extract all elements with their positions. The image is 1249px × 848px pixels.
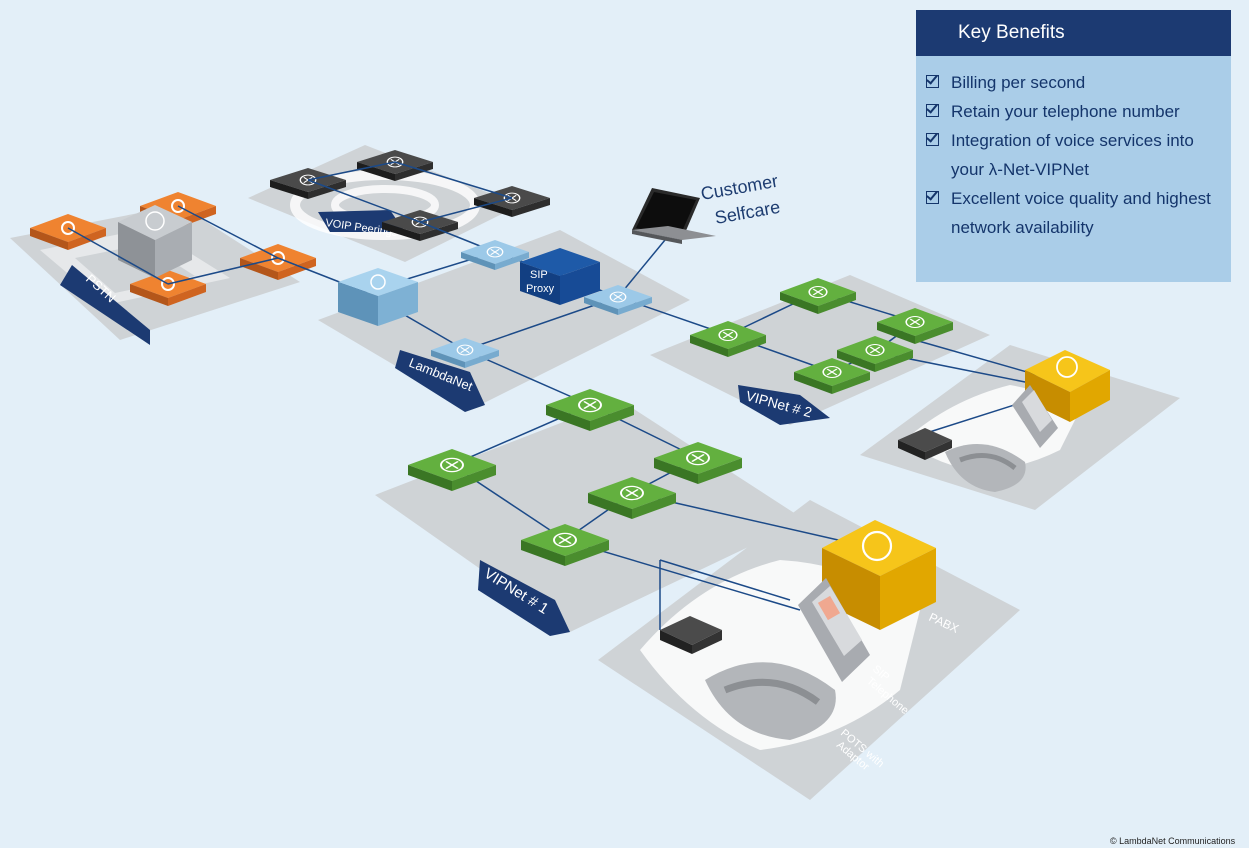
sip-proxy: SIP Proxy: [520, 248, 600, 305]
checkbox-icon: [926, 75, 939, 88]
checkbox-icon: [926, 104, 939, 117]
switch-icon: [61, 221, 75, 235]
benefit-item: Integration of voice services into your …: [926, 126, 1231, 184]
lambdanet-router-b: [584, 285, 652, 315]
site2-adaptor: [898, 428, 952, 460]
sip-proxy-label-2: Proxy: [526, 283, 555, 295]
vipnet1-routers: [408, 389, 742, 566]
phone-icon: [145, 211, 165, 231]
site2-pots-phone: [945, 444, 1026, 492]
site1-pabx: [822, 520, 936, 630]
checkbox-icon: [926, 191, 939, 204]
benefits-list: Billing per second Retain your telephone…: [916, 68, 1231, 242]
lambdanet-router-a: [461, 240, 529, 270]
benefit-item: Retain your telephone number: [926, 97, 1231, 126]
voip-peering-routers: [270, 150, 550, 241]
phone-icon: [370, 274, 386, 290]
phone-icon: [861, 530, 893, 562]
lambdanet-voice-gateway: [338, 268, 418, 326]
checkbox-icon: [926, 133, 939, 146]
phone-icon: [1056, 356, 1078, 378]
sip-proxy-label-1: SIP: [530, 269, 548, 281]
lambdanet-router-c: [431, 338, 499, 368]
key-benefits-title: Key Benefits: [916, 10, 1231, 56]
key-benefits-panel: Key Benefits Billing per second Retain y…: [916, 10, 1231, 282]
site2-pabx: [1025, 350, 1110, 422]
vipnet2-routers: [690, 278, 953, 394]
site1-pots-phone: [705, 662, 836, 740]
copyright-notice: © LambdaNet Communications: [1110, 836, 1236, 846]
pstn-exchange-box: [118, 205, 192, 278]
benefit-item: Excellent voice quality and highest netw…: [926, 184, 1231, 242]
lambdanet-core: [338, 240, 652, 368]
site1-adaptor: [660, 616, 722, 654]
laptop-icon: [632, 188, 716, 244]
benefit-item: Billing per second: [926, 68, 1231, 97]
site2-sip-telephone: [1012, 385, 1058, 448]
customer-selfcare-label-2: Selfcare: [713, 197, 782, 228]
site1-sip-telephone: [798, 578, 870, 682]
